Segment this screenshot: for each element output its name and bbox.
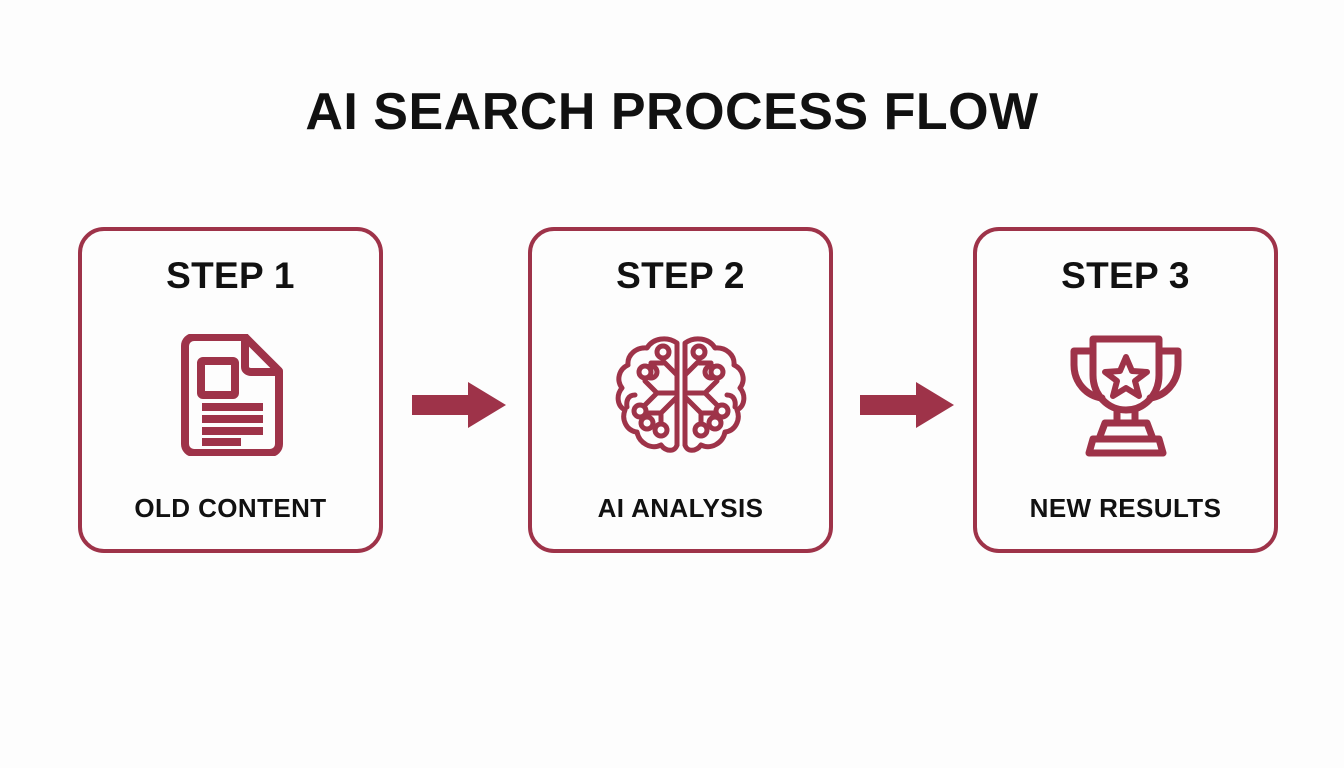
process-flow-row: STEP 1 OLD CONTENT STEP 2 bbox=[78, 227, 1278, 553]
step-card-3-title: STEP 3 bbox=[1061, 255, 1190, 296]
step-card-1-icon-wrap bbox=[82, 294, 379, 495]
step-card-2-icon-wrap bbox=[532, 294, 829, 495]
step-card-1-label: OLD CONTENT bbox=[134, 493, 327, 523]
step-card-1[interactable]: STEP 1 OLD CONTENT bbox=[78, 227, 383, 553]
step-card-1-title: STEP 1 bbox=[166, 255, 295, 296]
step-card-3-icon-wrap bbox=[977, 294, 1274, 495]
step-card-2-label: AI ANALYSIS bbox=[597, 493, 764, 523]
step-card-2-title: STEP 2 bbox=[616, 255, 745, 296]
page-title: AI SEARCH PROCESS FLOW bbox=[305, 83, 1039, 141]
trophy-icon bbox=[1060, 331, 1192, 459]
arrow-right-icon-2 bbox=[860, 382, 954, 428]
step-card-3[interactable]: STEP 3 bbox=[973, 227, 1278, 553]
step-card-2[interactable]: STEP 2 bbox=[528, 227, 833, 553]
step-card-3-label: NEW RESULTS bbox=[1029, 493, 1222, 523]
ai-brain-icon bbox=[613, 331, 749, 459]
arrow-right-icon-1 bbox=[412, 382, 506, 428]
document-icon bbox=[175, 333, 287, 456]
